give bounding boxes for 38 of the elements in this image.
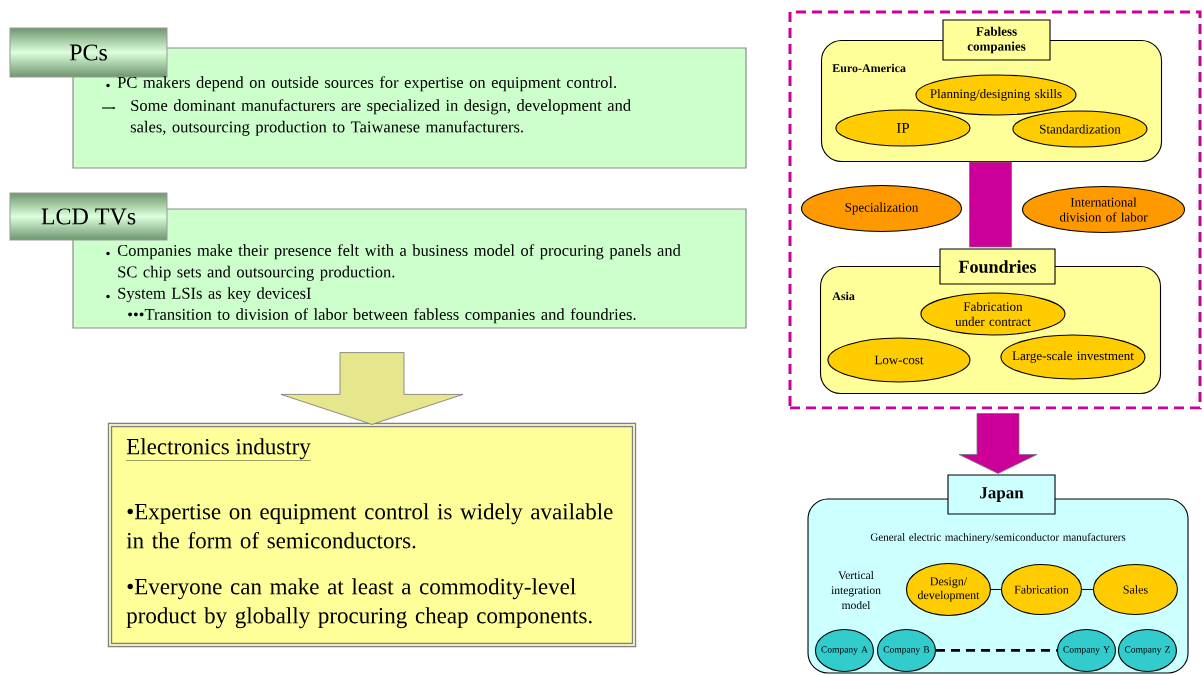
oval: Specialization <box>800 184 963 233</box>
node-label: Vertical integration model <box>831 571 881 609</box>
connector-bar <box>969 161 1012 248</box>
connector <box>1081 588 1094 590</box>
bullet-text: •••Transition to division of labor between fabless companies and foundries. <box>128 308 636 324</box>
block-arrow <box>958 413 1038 474</box>
node-label: General electric machinery/semiconductor manufacturers <box>870 532 1126 544</box>
heading-tab: Foundries <box>939 248 1056 285</box>
oval: IP <box>835 109 971 147</box>
oval: International division of labor <box>1021 185 1186 234</box>
oval: Sales <box>1092 563 1178 615</box>
dashed-frame <box>788 10 1202 410</box>
region-label: Euro-America <box>832 63 906 73</box>
oval: Company B <box>876 628 936 672</box>
oval: Fabrication <box>1000 563 1082 615</box>
oval: Design/ development <box>905 562 991 616</box>
oval: Standardization <box>1012 110 1148 148</box>
oval: Planning/designing skills <box>915 74 1077 116</box>
bullet-text: Companies make their presence felt with a business model of procuring panels and SC chip sets and outsourcing production. <box>117 244 681 281</box>
connector <box>936 649 1057 652</box>
bullet-text: System LSIs as key devicesI <box>118 287 311 303</box>
heading-tab: Japan <box>947 474 1056 515</box>
bullet-text: PC makers depend on outside sources for expertise on equipment control. <box>117 76 617 92</box>
heading-tab: Fabless companies <box>942 19 1051 61</box>
region-label: Asia <box>832 291 855 301</box>
oval: Company Y <box>1056 628 1116 672</box>
heading-tab: LCD TVs <box>9 192 168 241</box>
oval: Company Z <box>1117 628 1177 672</box>
oval: Large-scale investment <box>1000 334 1146 380</box>
connector <box>990 588 1002 590</box>
oval: Company A <box>814 628 874 672</box>
paragraph: •Expertise on equipment control is widely available in the form of semiconductors. <box>126 503 613 549</box>
oval: Fabrication under contract <box>920 292 1066 336</box>
block-arrow <box>280 352 464 425</box>
bullet-text: Some dominant manufacturers are specialized in design, development and sales, outsourcing production to Taiwanese manufacturers. <box>130 99 631 136</box>
oval: Low-cost <box>827 337 971 383</box>
heading: Electronics industry <box>126 438 311 461</box>
paragraph: •Everyone can make at least a commodity-level product by globally procuring cheap components. <box>126 578 592 629</box>
